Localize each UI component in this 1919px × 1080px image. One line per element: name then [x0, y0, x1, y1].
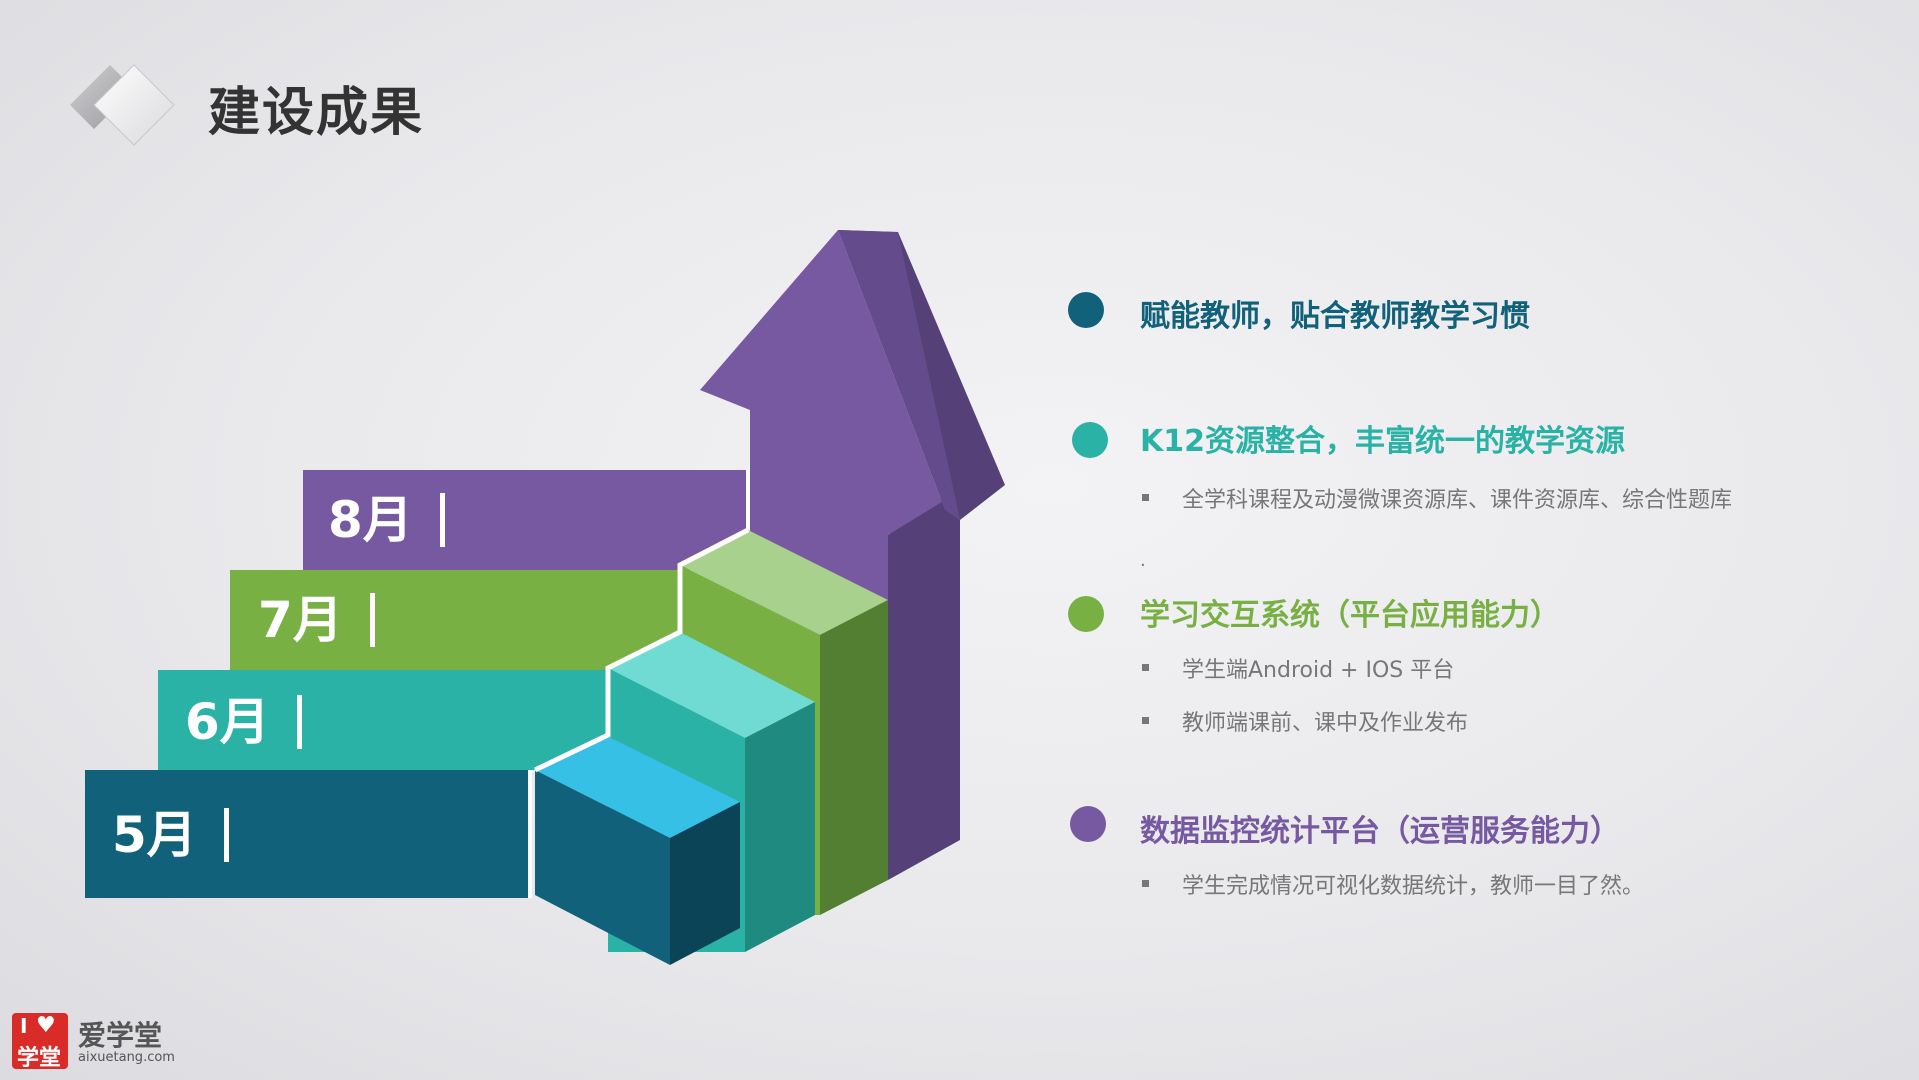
feature-title-monitoring: 数据监控统计平台（运营服务能力） [1140, 814, 1620, 849]
brand-badge-text: 学堂 [17, 1046, 62, 1071]
step-bar-6 [158, 670, 608, 770]
heart-icon: ♥ [36, 1013, 56, 1038]
stray-mark: . [1140, 550, 1146, 571]
step-bar-8 [303, 470, 748, 570]
brand-url: aixuetang.com [78, 1050, 175, 1065]
step-divider [370, 593, 375, 647]
brand-badge: I ♥ 学堂 [12, 1013, 68, 1071]
bullet-dot-icon [1068, 596, 1104, 632]
feature-title-interaction: 学习交互系统（平台应用能力） [1140, 598, 1560, 633]
step-divider [297, 695, 302, 749]
brand-badge-letter: I [20, 1014, 28, 1038]
sub-bullet-icon [1142, 494, 1149, 501]
step-divider [224, 808, 229, 862]
feature-item: 教师端课前、课中及作业发布 [1182, 711, 1469, 736]
sub-bullet-icon [1142, 880, 1149, 887]
step-bar-7 [230, 570, 680, 670]
bullet-dot-icon [1068, 292, 1104, 328]
step-label-5: 5月 [112, 806, 197, 864]
sub-bullet-icon [1142, 664, 1149, 671]
step-bar-5 [85, 770, 528, 898]
sub-bullet-icon [1142, 717, 1149, 724]
feature-item: 全学科课程及动漫微课资源库、课件资源库、综合性题库 [1182, 488, 1733, 513]
step-label-6: 6月 [185, 693, 270, 751]
brand-logo: I ♥ 学堂 爱学堂 aixuetang.com [12, 1010, 175, 1071]
step-label-8: 8月 [328, 491, 413, 549]
feature-title-resources: K12资源整合，丰富统一的教学资源 [1140, 424, 1625, 459]
page-title: 建设成果 [208, 83, 425, 143]
step-divider [440, 493, 445, 547]
feature-title-teachers: 赋能教师，贴合教师教学习惯 [1140, 299, 1530, 334]
brand-name: 爱学堂 [78, 1019, 163, 1052]
feature-item: 学生端Android + IOS 平台 [1182, 658, 1455, 683]
step-label-7: 7月 [258, 591, 343, 649]
feature-item: 学生完成情况可视化数据统计，教师一目了然。 [1182, 874, 1645, 899]
diamond-icon [70, 64, 175, 146]
bullet-dot-icon [1072, 422, 1108, 458]
bullet-dot-icon [1070, 806, 1106, 842]
